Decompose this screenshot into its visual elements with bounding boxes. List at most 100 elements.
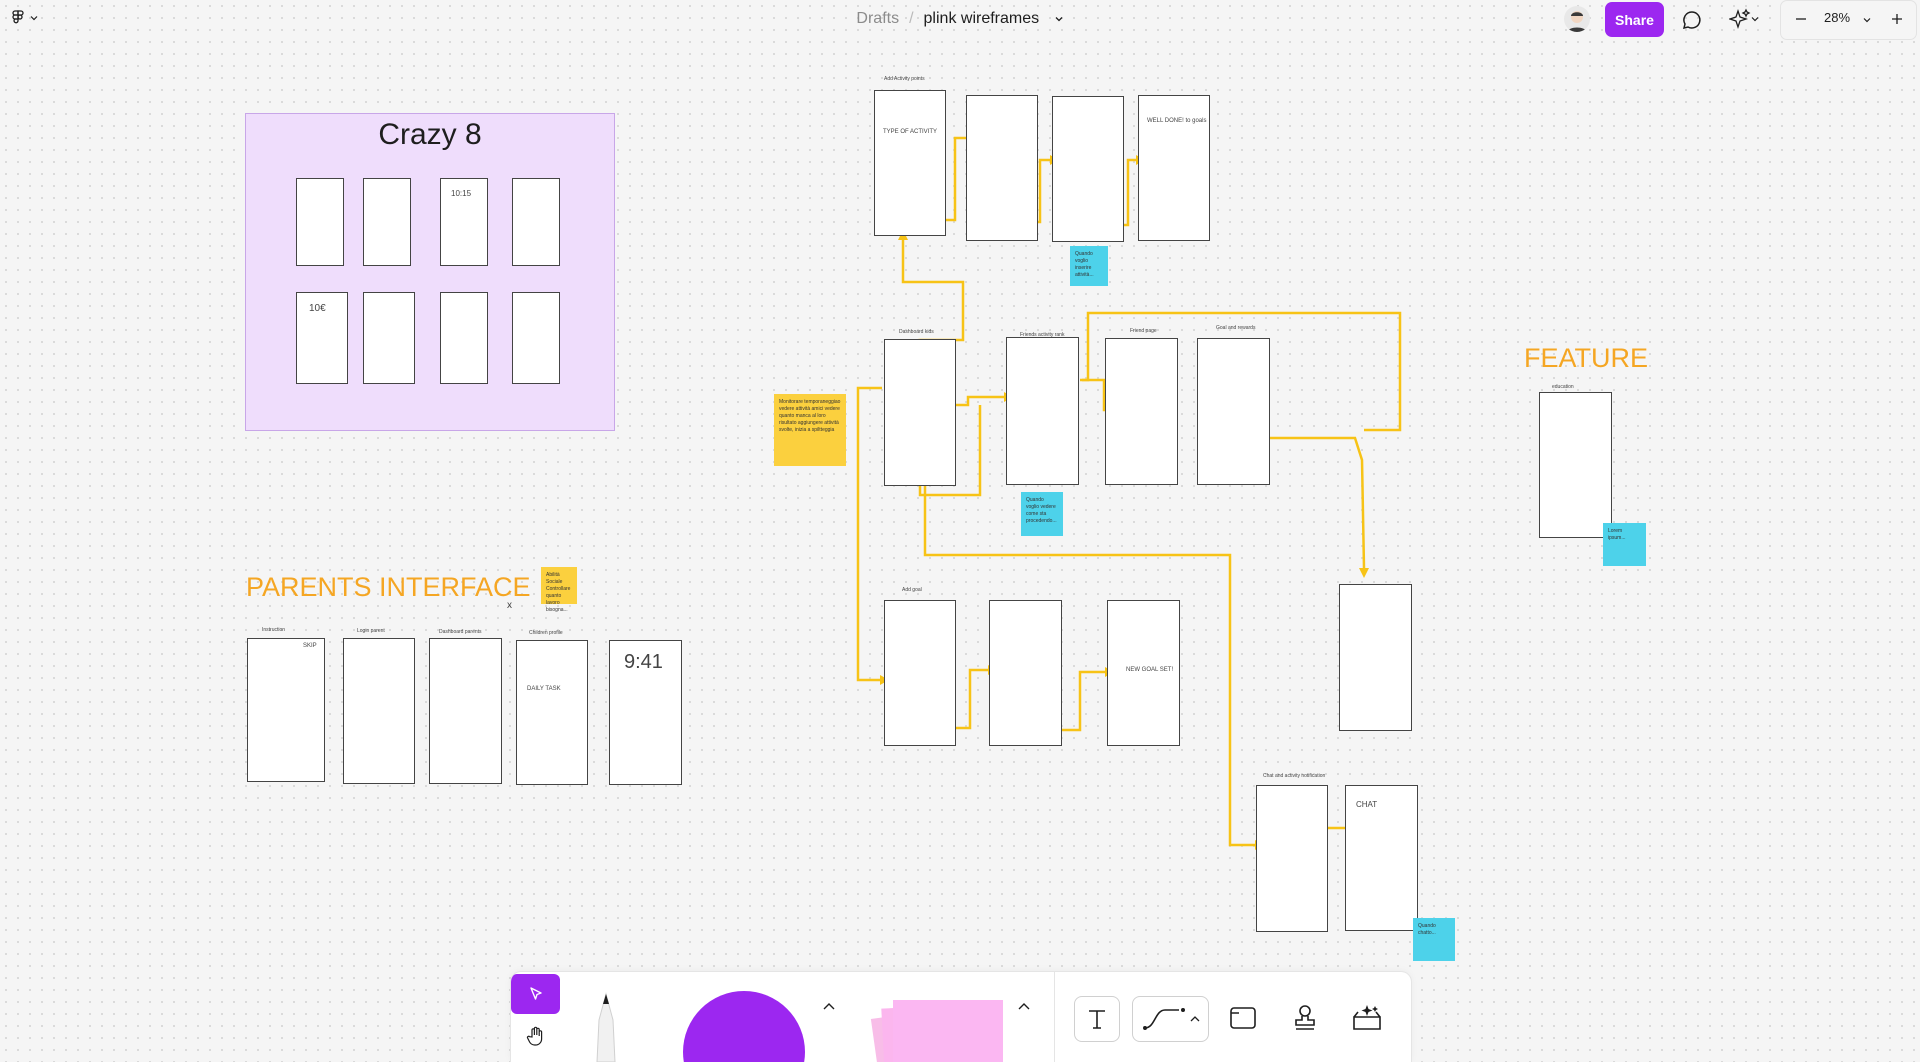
shape-color-tool[interactable] — [681, 991, 807, 1062]
wireframe-instruction[interactable]: SKIP — [247, 638, 325, 782]
section-tool[interactable] — [1221, 996, 1265, 1040]
user-avatar-icon — [1567, 11, 1587, 32]
shape-options-chevron-up-icon[interactable] — [821, 998, 837, 1014]
hand-tool[interactable] — [511, 1016, 560, 1056]
wireframe-children-profile[interactable]: DAILY TASK — [516, 640, 588, 785]
text-tool[interactable] — [1074, 996, 1120, 1042]
sticky-note-cyan-3[interactable]: Lorem ipsum... — [1603, 523, 1646, 566]
crazy8-sketch[interactable] — [296, 178, 344, 266]
file-menu-chevron-icon[interactable] — [1054, 15, 1064, 23]
sketch-chat: CHAT — [1356, 800, 1378, 809]
chevron-down-icon — [1751, 17, 1759, 22]
sticky-note-yellow-parents[interactable]: Abilità Sociale Controllare quanto lavor… — [541, 567, 577, 613]
wireframe-add-goal[interactable] — [884, 600, 956, 746]
sketch-price: 10€ — [309, 303, 326, 314]
sketch-new-goal: NEW GOAL SET! — [1126, 667, 1174, 673]
zoom-in-icon[interactable] — [1889, 11, 1905, 27]
comments-button[interactable] — [1680, 8, 1704, 32]
connector-icon — [1142, 1008, 1185, 1030]
sketch-clock: 9:41 — [624, 651, 663, 673]
magic-box-icon — [1353, 1005, 1381, 1030]
crazy8-title: Crazy 8 — [378, 118, 482, 151]
sketch-time: 10:15 — [451, 189, 472, 198]
wireframe-goal-rewards[interactable] — [1197, 338, 1270, 485]
label-friend-page: Friend page — [1130, 328, 1157, 334]
label-goal-rewards: Goal and rewards — [1216, 325, 1256, 331]
wireframe-new-goal[interactable]: NEW GOAL SET! — [1107, 600, 1180, 746]
wireframe-dashboard-parents[interactable] — [429, 638, 502, 784]
sparkle-icon — [1729, 8, 1751, 30]
stamp-tool[interactable] — [1283, 996, 1327, 1040]
sticky-stack-icon — [870, 1000, 1003, 1062]
stamp-icon — [1295, 1005, 1315, 1030]
label-education: education — [1552, 384, 1574, 390]
sticky-note-yellow-main[interactable]: Monitorare temporaneggiao vedere attivit… — [774, 394, 846, 466]
chevron-down-icon — [30, 16, 38, 21]
wireframe-education[interactable] — [1539, 392, 1612, 538]
section-icon — [1230, 1007, 1256, 1029]
file-name[interactable]: plink wireframes — [923, 10, 1040, 27]
sticky-note-cyan-1[interactable]: Quando voglio inserire attività... — [1070, 246, 1108, 286]
wireframe-rewards-grid[interactable] — [1339, 584, 1412, 731]
zoom-out-icon[interactable] — [1793, 11, 1809, 27]
label-instruction: Instruction — [262, 627, 286, 633]
wireframe-friends-activity[interactable] — [1006, 337, 1079, 485]
crazy8-sketch[interactable] — [363, 292, 415, 384]
wireframe-dashboard-kids[interactable] — [884, 339, 956, 486]
wireframe-activity-amount[interactable] — [966, 95, 1038, 241]
comment-icon — [1682, 11, 1701, 30]
sticky-note-tool[interactable] — [863, 990, 1003, 1062]
crazy8-sketch[interactable] — [363, 178, 411, 266]
purple-circle-icon — [683, 991, 805, 1062]
ai-actions-button[interactable] — [1724, 7, 1764, 31]
share-button[interactable]: Share — [1605, 2, 1664, 37]
connector-tool[interactable] — [1132, 996, 1209, 1042]
crazy8-sketch[interactable]: 10€ — [296, 292, 348, 384]
crazy8-sketch[interactable] — [440, 292, 488, 384]
label-friends-activity: Friends activity rank — [1020, 332, 1065, 338]
zoom-level[interactable]: 28% — [1824, 10, 1851, 25]
avatar[interactable] — [1564, 6, 1590, 32]
sticky-note-cyan-4[interactable]: Quando chatto... — [1413, 918, 1455, 961]
wireframe-activity-piggy[interactable] — [1052, 96, 1124, 242]
crazy8-sketch[interactable] — [512, 178, 560, 266]
label-chat-activity: Chat and activity notification — [1263, 773, 1326, 779]
wireframe-well-done[interactable]: WELL DONE! to goals — [1138, 95, 1210, 241]
wireframe-chat[interactable]: CHAT — [1345, 785, 1418, 931]
wireframe-notifications[interactable] — [1256, 785, 1328, 932]
top-bar: Drafts / plink wireframes Share 28% — [0, 0, 1920, 40]
crazy8-sketch[interactable]: 10:15 — [440, 178, 488, 266]
wireframe-login-parent[interactable] — [343, 638, 415, 784]
wireframe-clock[interactable]: 9:41 — [609, 640, 682, 785]
sketch-type-activity: TYPE OF ACTIVITY — [883, 129, 938, 135]
zoom-chevron-icon[interactable] — [1863, 16, 1871, 24]
bottom-toolbar — [511, 972, 1411, 1062]
pencil-tool[interactable] — [581, 990, 631, 1062]
wireframe-goal-details[interactable] — [989, 600, 1062, 746]
crazy8-sketch[interactable] — [512, 292, 560, 384]
main-menu-button[interactable] — [10, 10, 38, 26]
figma-logo-icon — [12, 10, 24, 24]
feature-title: FEATURE — [1524, 343, 1649, 373]
wireframe-activity-type[interactable]: TYPE OF ACTIVITY — [874, 90, 946, 236]
wireframe-friend-page[interactable] — [1105, 338, 1178, 485]
zoom-control: 28% — [1780, 0, 1917, 40]
actions-tool[interactable] — [1345, 996, 1389, 1040]
sticky-note-cyan-2[interactable]: Quando voglio vedere come sta procedendo… — [1021, 492, 1063, 536]
crazy8-section[interactable]: Crazy 8 10:15 10€ — [245, 113, 615, 431]
sticky-options-chevron-up-icon[interactable] — [1016, 998, 1032, 1014]
label-add-goal: Add goal — [902, 587, 922, 593]
connector-chevron-up-icon[interactable] — [1189, 1014, 1201, 1024]
label-dashboard-kids: Dashboard kids — [899, 329, 934, 335]
label-children-profile: Children profile — [529, 630, 563, 636]
toolbar-divider — [1054, 972, 1055, 1062]
breadcrumb-drafts[interactable]: Drafts — [856, 10, 900, 27]
sketch-skip: SKIP — [303, 643, 317, 649]
sketch-daily-task: DAILY TASK — [527, 686, 561, 692]
pencil-icon — [596, 992, 616, 1062]
breadcrumb-separator: / — [909, 10, 914, 27]
move-tool[interactable] — [511, 974, 560, 1014]
hand-icon — [526, 1026, 542, 1046]
label-login-parent: Login parent — [357, 628, 385, 634]
